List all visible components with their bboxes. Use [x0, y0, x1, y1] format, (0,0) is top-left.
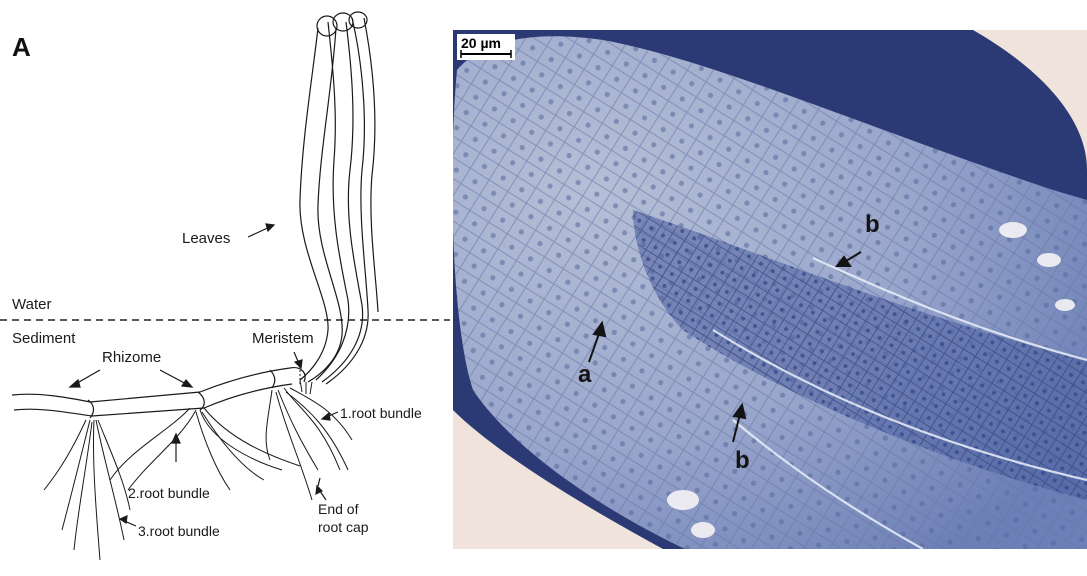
label-end-of-root-cap-line2: root cap [318, 519, 369, 535]
panel-a-letter: A [12, 32, 31, 63]
label-end-of-root-cap-line1: End of [318, 501, 359, 517]
label-root-bundle-2: 2.root bundle [128, 485, 210, 501]
annotation-b-lower: b [735, 447, 750, 474]
label-root-bundle-1: 1.root bundle [340, 405, 422, 421]
scale-bar-label: 20 µm [461, 35, 501, 51]
annotation-b-upper: b [865, 211, 880, 238]
label-sediment: Sediment [12, 330, 76, 347]
root-tip-micrograph: 20 µm a b b [453, 30, 1087, 549]
rhizome [12, 368, 305, 418]
label-rhizome: Rhizome [102, 349, 161, 366]
leaves [300, 12, 378, 384]
label-water: Water [12, 296, 51, 313]
panel-b-micrograph: 20 µm a b b [453, 30, 1087, 549]
label-root-bundle-3: 3.root bundle [138, 523, 220, 539]
scale-bar: 20 µm [457, 34, 515, 60]
panel-a-drawing: A [0, 0, 450, 571]
plant-diagram: Leaves Water Sediment Rhizome Meristem 1… [0, 0, 450, 571]
label-leaves: Leaves [182, 230, 230, 247]
annotation-a: a [578, 361, 592, 388]
label-meristem: Meristem [252, 330, 314, 347]
